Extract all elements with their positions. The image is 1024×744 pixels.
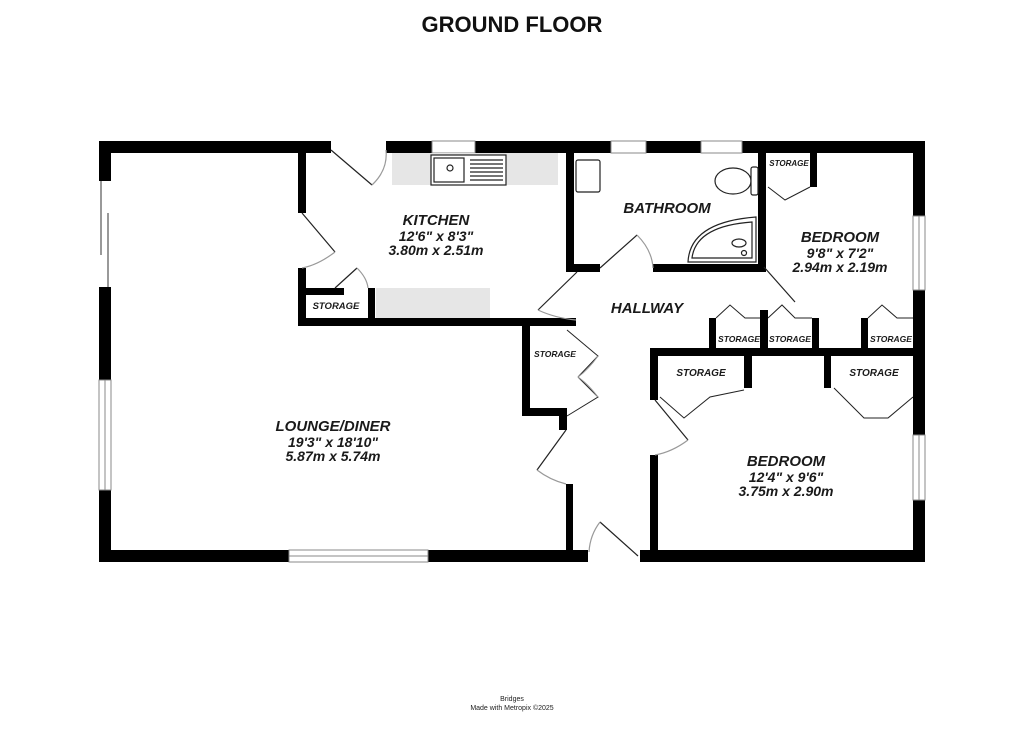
storage-label-hallway-left: STORAGE [534, 349, 576, 359]
storage-label-hall-2: STORAGE [769, 334, 811, 344]
footer-made-with: Made with Metropix ©2025 [470, 704, 554, 712]
sink [430, 154, 507, 186]
storage-label-hall-1: STORAGE [718, 334, 760, 344]
footer-agent: Bridges [500, 696, 524, 703]
storage-label-bedroom-large-right: STORAGE [849, 368, 899, 379]
storage-label-kitchen: STORAGE [312, 301, 360, 312]
room-dimensions-metric: 3.75m x 2.90m [738, 483, 834, 500]
windows [98, 140, 926, 563]
storage-bifold-doors [566, 186, 914, 419]
room-name: BEDROOM [746, 453, 826, 470]
room-label-hallway: HALLWAY [611, 301, 683, 317]
room-name: HALLWAY [610, 300, 684, 317]
storage-label-bedroom-small-top: STORAGE [769, 159, 809, 168]
room-label-bedroom-large: BEDROOM 12'4" x 9'6" 3.75m x 2.90m [739, 454, 834, 499]
room-name: BEDROOM [800, 229, 880, 246]
footer-credit: Bridges Made with Metropix ©2025 [0, 696, 1024, 714]
room-dimensions-imperial: 19'3" x 18'10" [287, 433, 379, 450]
storage-label-bedroom-large-left: STORAGE [676, 368, 726, 379]
room-name: LOUNGE/DINER [275, 418, 391, 435]
room-name: BATHROOM [623, 200, 711, 217]
room-label-kitchen: KITCHEN 12'6" x 8'3" 3.80m x 2.51m [389, 213, 484, 258]
room-dimensions-metric: 5.87m x 5.74m [285, 448, 381, 465]
room-label-lounge: LOUNGE/DINER 19'3" x 18'10" 5.87m x 5.74… [275, 419, 390, 464]
walls [99, 141, 925, 562]
room-dimensions-metric: 3.80m x 2.51m [388, 242, 484, 259]
room-dimensions-imperial: 12'6" x 8'3" [398, 227, 474, 244]
room-label-bedroom-small: BEDROOM 9'8" x 7'2" 2.94m x 2.19m [793, 230, 888, 275]
sliding-door-left [100, 181, 109, 287]
doors [301, 149, 796, 557]
room-dimensions-imperial: 12'4" x 9'6" [748, 468, 824, 485]
bathroom-fixtures [575, 159, 759, 263]
room-name: KITCHEN [402, 212, 470, 229]
room-label-bathroom: BATHROOM [623, 201, 710, 217]
room-dimensions-imperial: 9'8" x 7'2" [806, 244, 874, 261]
floor-title: GROUND FLOOR [421, 12, 603, 37]
storage-label-bedroom-small-bottom: STORAGE [870, 334, 912, 344]
room-dimensions-metric: 2.94m x 2.19m [792, 259, 888, 276]
